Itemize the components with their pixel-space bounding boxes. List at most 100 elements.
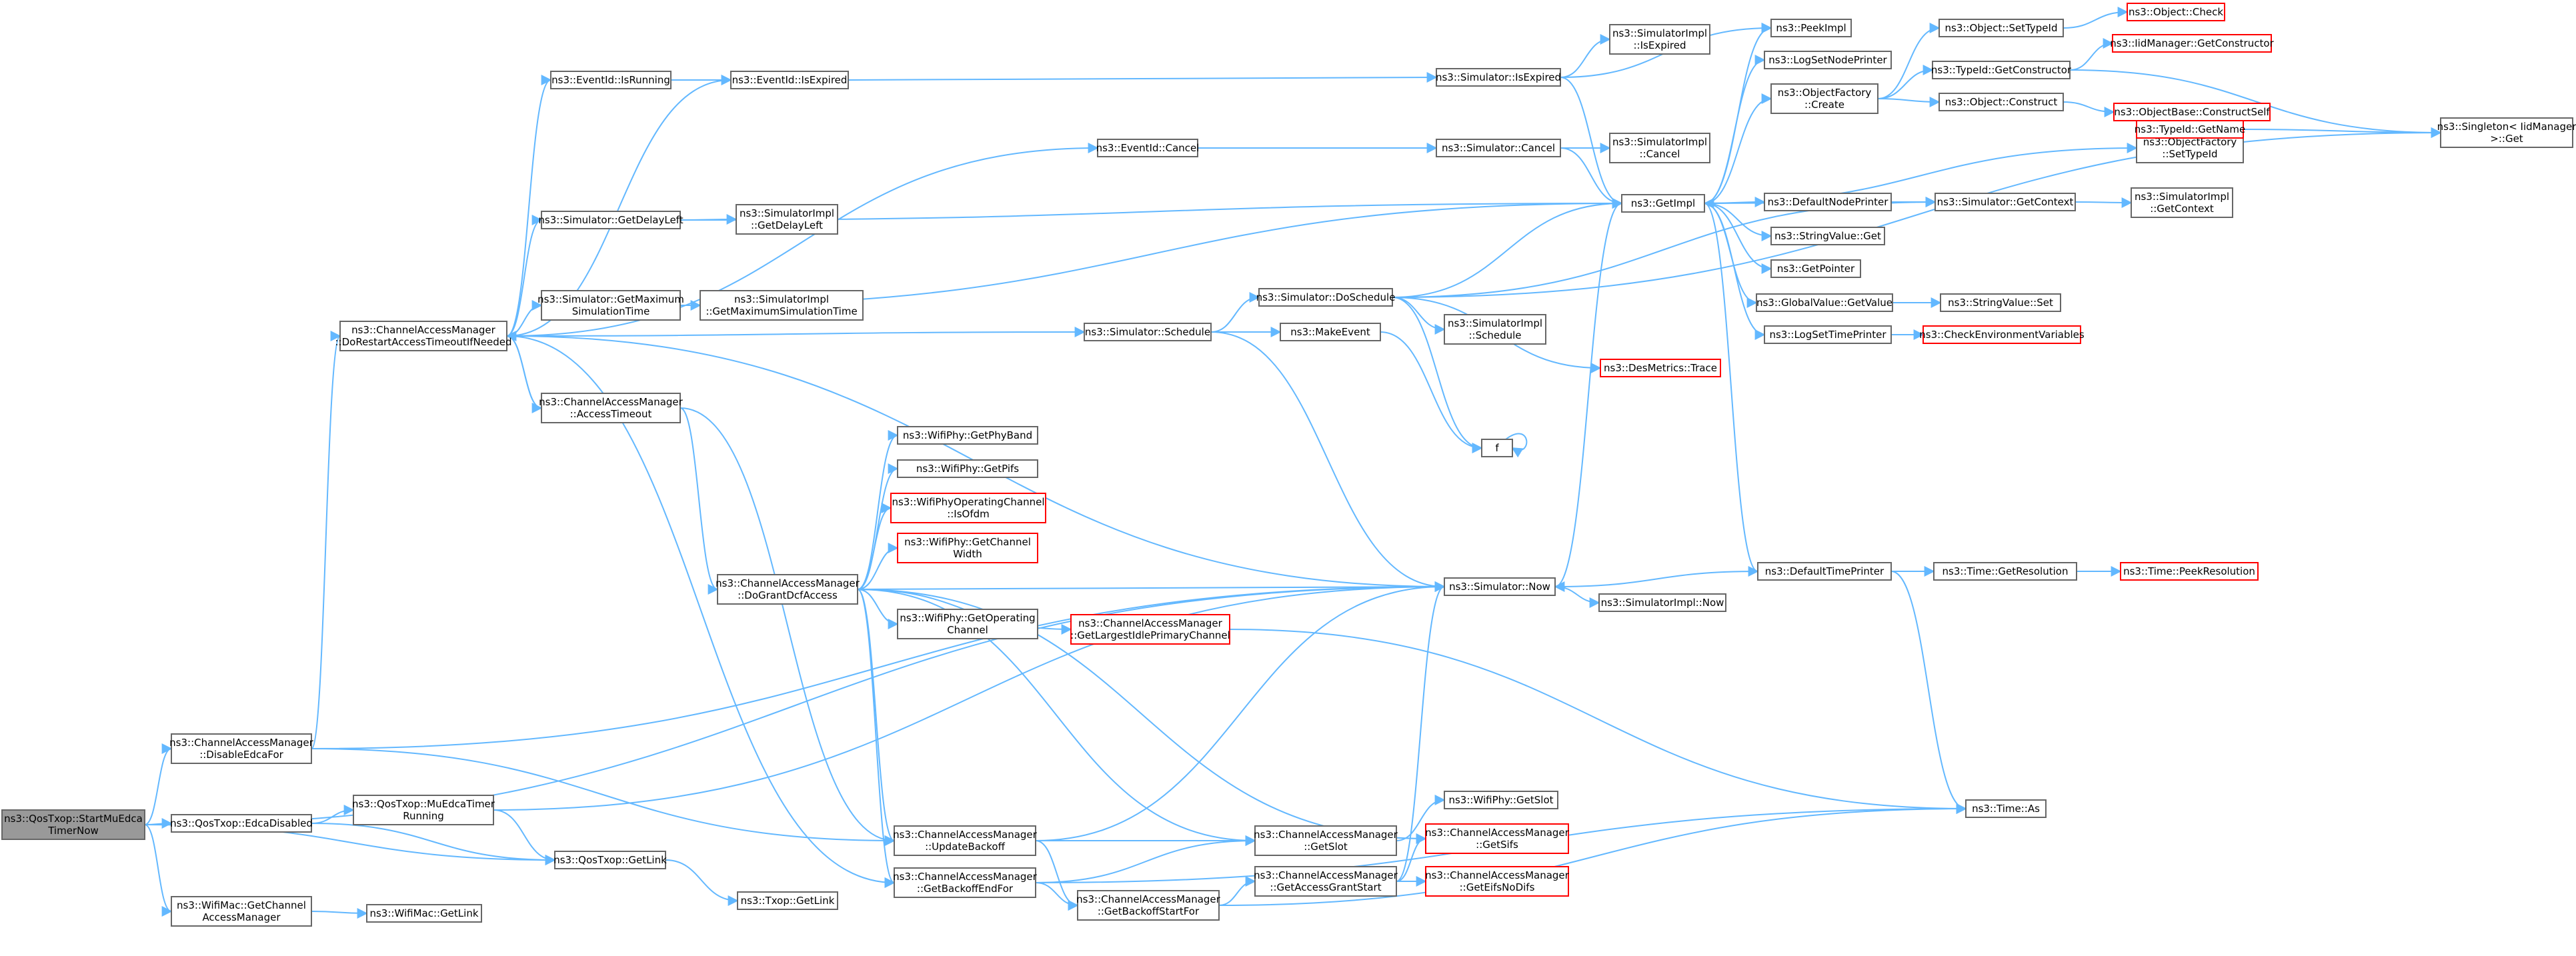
node-box[interactable] [717,574,858,605]
node-box[interactable] [541,393,681,423]
node-timeGetRes[interactable]: ns3::Time::GetResolution [1933,562,2077,581]
node-box[interactable] [1922,325,2081,344]
node-getSifs[interactable]: ns3::ChannelAccessManager::GetSifs [1425,823,1570,854]
node-getPointer[interactable]: ns3::GetPointer [1770,259,1861,278]
node-desTrace[interactable]: ns3::DesMetrics::Trace [1600,359,1721,377]
node-objFactCreate[interactable]: ns3::ObjectFactory::Create [1770,83,1878,114]
node-box[interactable] [171,733,312,764]
node-box[interactable] [171,896,312,927]
node-constructSelf[interactable]: ns3::ObjectBase::ConstructSelf [2113,103,2271,121]
node-box[interactable] [894,825,1036,856]
node-tidGetName[interactable]: ns3::TypeId::GetName [2135,120,2245,139]
node-camGetSlot[interactable]: ns3::ChannelAccessManager::GetSlot [1254,825,1398,856]
node-box[interactable] [897,533,1038,563]
node-box[interactable] [1444,791,1558,809]
node-box[interactable] [550,71,672,89]
node-box[interactable] [366,904,482,923]
node-box[interactable] [1436,68,1561,87]
node-box[interactable] [2131,187,2233,218]
node-peekImpl[interactable]: ns3::PeekImpl [1770,19,1852,37]
node-implMaxSim[interactable]: ns3::SimulatorImpl::GetMaximumSimulation… [700,290,864,321]
node-largestIdle[interactable]: ns3::ChannelAccessManager::GetLargestIdl… [1070,614,1230,645]
node-box[interactable] [1070,614,1230,645]
node-box[interactable] [2112,34,2272,53]
node-box[interactable] [1764,51,1892,69]
node-box[interactable] [1757,562,1892,581]
node-isOfdm[interactable]: ns3::WifiPhyOperatingChannel::IsOfdm [890,493,1046,523]
node-box[interactable] [1444,314,1546,345]
node-getEifs[interactable]: ns3::ChannelAccessManager::GetEifsNoDifs [1425,866,1570,897]
node-getImpl[interactable]: ns3::GetImpl [1621,194,1705,213]
node-getDelayLeft[interactable]: ns3::Simulator::GetDelayLeft [538,211,684,229]
node-box[interactable] [1444,577,1556,596]
node-box[interactable] [541,211,681,229]
node-peekRes[interactable]: ns3::Time::PeekResolution [2120,562,2259,581]
node-box[interactable] [897,609,1038,639]
node-box[interactable] [737,891,838,910]
node-implNow[interactable]: ns3::SimulatorImpl::Now [1598,593,1726,612]
node-f[interactable]: f [1481,439,1513,457]
node-box[interactable] [1764,325,1892,344]
node-macGetLink[interactable]: ns3::WifiMac::GetLink [366,904,482,923]
node-implDelayLeft[interactable]: ns3::SimulatorImpl::GetDelayLeft [736,204,838,235]
node-timeAs[interactable]: ns3::Time::As [1965,799,2047,818]
node-checkEnv[interactable]: ns3::CheckEnvironmentVariables [1919,325,2085,344]
node-phyBand[interactable]: ns3::WifiPhy::GetPhyBand [897,426,1038,445]
node-box[interactable] [1939,19,2064,37]
node-implSchedule[interactable]: ns3::SimulatorImpl::Schedule [1444,314,1546,345]
node-box[interactable] [1425,866,1569,897]
node-box[interactable] [1770,19,1852,37]
node-edcaDisabled[interactable]: ns3::QosTxop::EdcaDisabled [170,814,313,833]
node-isExpired[interactable]: ns3::EventId::IsExpired [730,71,849,89]
node-box[interactable] [1,809,145,840]
node-box[interactable] [1770,259,1861,278]
node-box[interactable] [894,867,1036,898]
node-box[interactable] [171,814,312,833]
node-updateBackoff[interactable]: ns3::ChannelAccessManager::UpdateBackoff [893,825,1038,856]
node-doSchedule[interactable]: ns3::Simulator::DoSchedule [1256,288,1396,307]
node-box[interactable] [541,290,681,321]
node-strGet[interactable]: ns3::StringValue::Get [1770,227,1885,245]
node-eventCancel[interactable]: ns3::EventId::Cancel [1096,139,1200,157]
node-box[interactable] [2113,103,2271,121]
node-defTime[interactable]: ns3::DefaultTimePrinter [1757,562,1892,581]
node-isRunning[interactable]: ns3::EventId::IsRunning [550,71,672,89]
node-disableEdca[interactable]: ns3::ChannelAccessManager::DisableEdcaFo… [169,733,314,764]
node-getMaxSim[interactable]: ns3::Simulator::GetMaximumSimulationTime [537,290,684,321]
node-schedule[interactable]: ns3::Simulator::Schedule [1084,323,1212,341]
node-objSetTypeId[interactable]: ns3::Object::SetTypeId [1939,19,2064,37]
node-iidGetCtor[interactable]: ns3::IidManager::GetConstructor [2110,34,2275,53]
node-box[interactable] [1770,227,1885,245]
node-box[interactable] [700,290,864,321]
node-box[interactable] [2127,3,2225,21]
node-box[interactable] [339,321,507,351]
node-box[interactable] [890,493,1046,523]
node-box[interactable] [1254,825,1397,856]
node-objConstruct[interactable]: ns3::Object::Construct [1939,93,2064,111]
node-box[interactable] [554,851,666,869]
node-box[interactable] [1965,799,2047,818]
node-box[interactable] [1425,823,1569,854]
node-grantStart[interactable]: ns3::ChannelAccessManager::GetAccessGran… [1254,866,1398,897]
node-tidGetCtor[interactable]: ns3::TypeId::GetConstructor [1931,61,2072,79]
node-box[interactable] [1084,323,1212,341]
node-box[interactable] [1764,193,1892,211]
node-box[interactable] [1932,61,2071,79]
node-box[interactable] [1939,93,2064,111]
node-box[interactable] [2136,120,2244,139]
node-box[interactable] [1609,133,1710,163]
node-box[interactable] [1481,439,1513,457]
node-box[interactable] [1933,562,2077,581]
node-box[interactable] [1940,293,2061,312]
node-box[interactable] [2440,117,2573,148]
node-box[interactable] [1280,323,1381,341]
node-simCancel[interactable]: ns3::Simulator::Cancel [1436,139,1561,157]
node-implIsExpired[interactable]: ns3::SimulatorImpl::IsExpired [1609,24,1710,55]
node-txopGetLink[interactable]: ns3::Txop::GetLink [737,891,838,910]
node-box[interactable] [2120,562,2259,581]
node-box[interactable] [1598,593,1726,612]
node-box[interactable] [897,459,1038,478]
